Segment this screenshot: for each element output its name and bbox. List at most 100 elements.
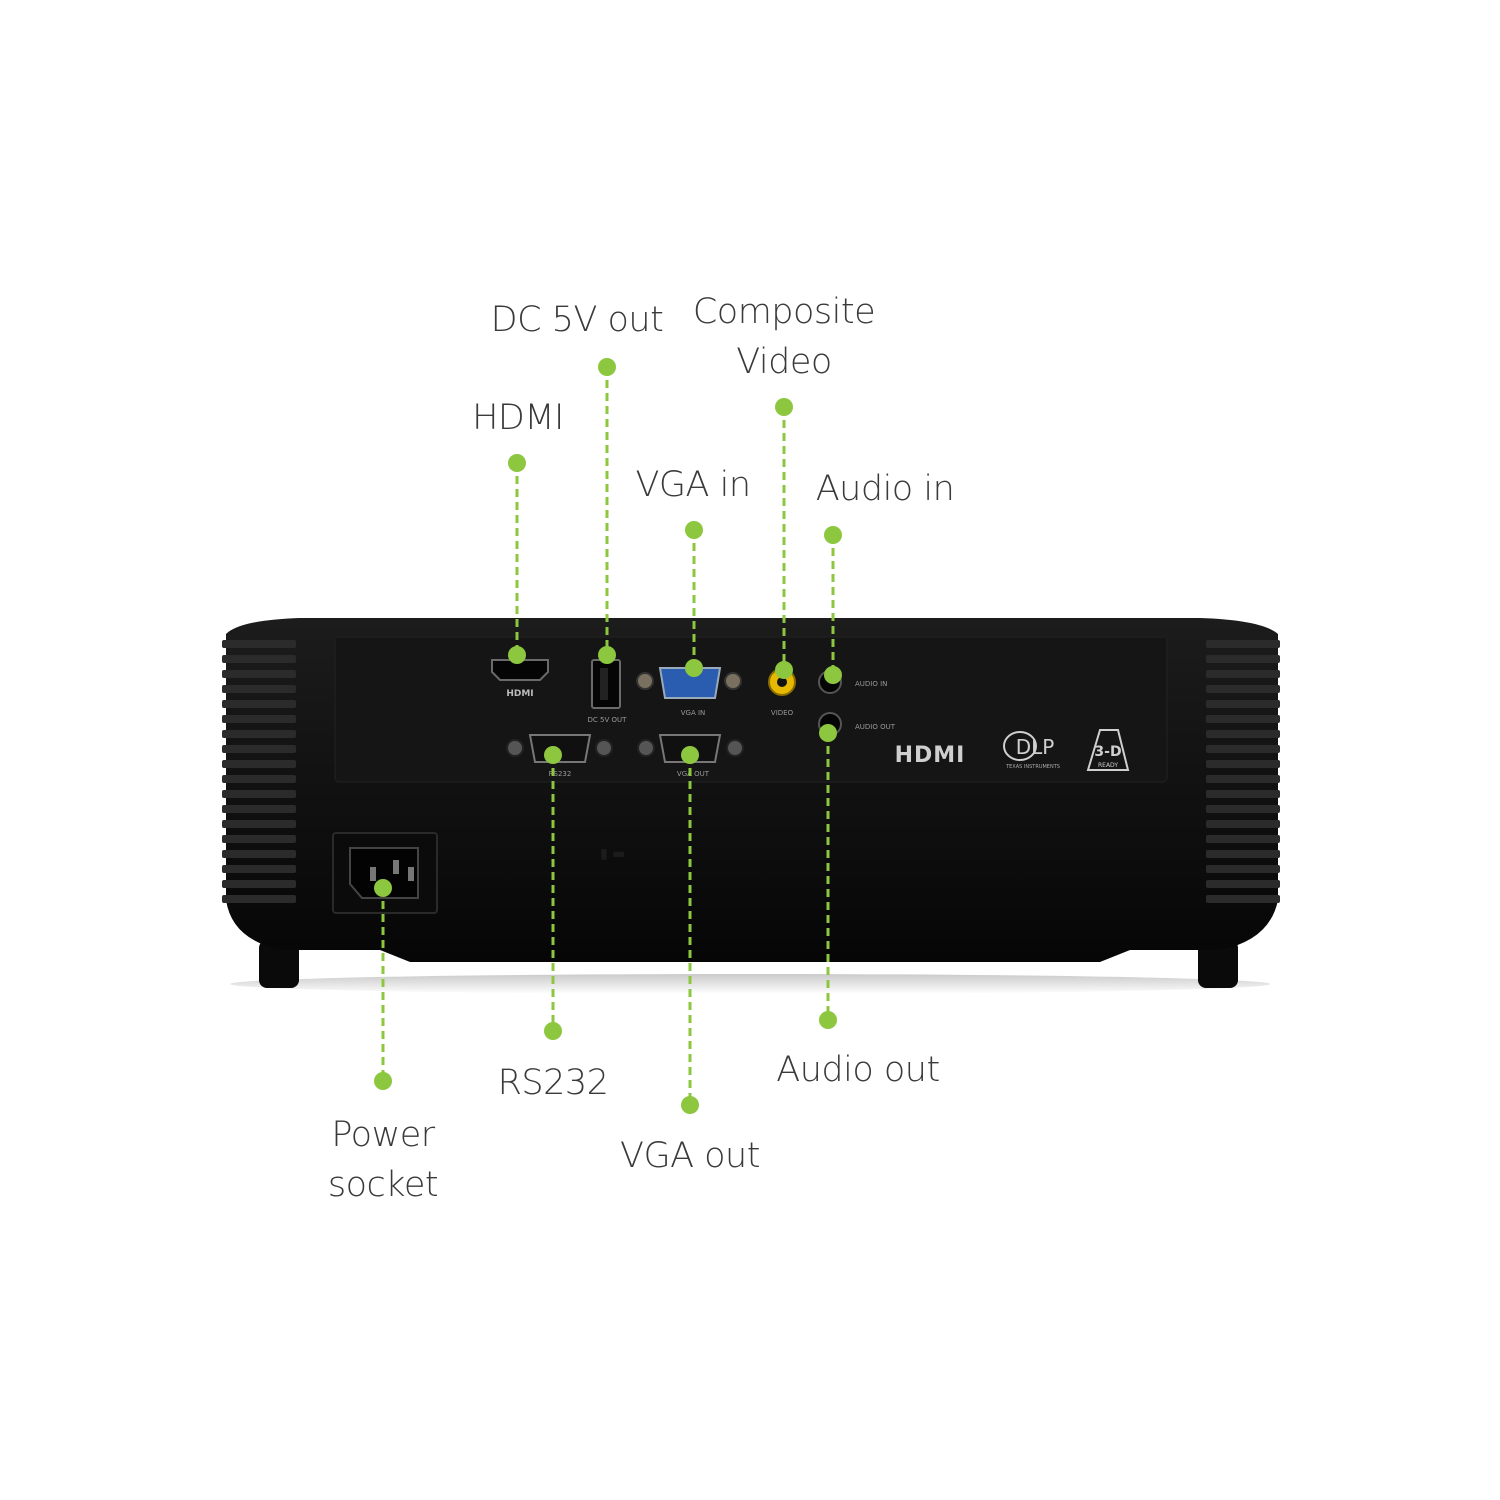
power-callout-line2: socket: [327, 1165, 439, 1205]
power-socket-pin-left: [370, 867, 376, 881]
threed-logo: 3-D: [1094, 744, 1121, 760]
vent-slat: [222, 790, 296, 798]
power-socket-pin-center: [393, 860, 399, 874]
power-socket-pin-right: [408, 867, 414, 881]
vent-slat: [1206, 670, 1280, 678]
composite-leader-dot-top: [775, 398, 793, 416]
vga-in-screw-right: [724, 672, 742, 690]
vent-slat: [222, 655, 296, 663]
vga-in-leader-dot-bottom: [685, 659, 703, 677]
vent-slat: [222, 880, 296, 888]
emboss-mark: ▮ ▬: [600, 846, 625, 862]
threed-logo-sub: READY: [1098, 762, 1118, 769]
right-vents: [1206, 640, 1280, 903]
right-foot: [1198, 940, 1238, 988]
audio-in-callout-label: Audio in: [800, 464, 970, 514]
rs232-leader-dot-top: [544, 746, 562, 764]
hdmi-callout-label: HDMI: [448, 393, 588, 443]
vent-slat: [222, 895, 296, 903]
vga-in-screw-left: [636, 672, 654, 690]
hdmi-callout-text: HDMI: [472, 398, 564, 438]
vent-slat: [1206, 850, 1280, 858]
audio-in-callout-text: Audio in: [815, 469, 955, 509]
vga-out-leader-dot-bottom: [681, 1096, 699, 1114]
vent-slat: [1206, 700, 1280, 708]
vent-slat: [1206, 895, 1280, 903]
hdmi-logo: HDMI: [895, 743, 966, 768]
power-socket-callout-label: Power socket: [313, 1110, 453, 1210]
vga-out-panel-label: VGA OUT: [677, 770, 710, 778]
vent-slat: [1206, 805, 1280, 813]
vent-slat: [1206, 775, 1280, 783]
composite-callout-line2: Video: [736, 342, 832, 382]
vent-slat: [222, 835, 296, 843]
vent-slat: [222, 760, 296, 768]
vent-slat: [1206, 790, 1280, 798]
vent-slat: [222, 730, 296, 738]
rs232-callout-label: RS232: [483, 1058, 623, 1108]
audio-in-panel-label: AUDIO IN: [855, 680, 887, 688]
vent-slat: [1206, 820, 1280, 828]
vent-slat: [222, 685, 296, 693]
power-leader-dot-bottom: [374, 1072, 392, 1090]
vent-slat: [222, 805, 296, 813]
rs232-callout-text: RS232: [497, 1063, 609, 1103]
threed-ready-badge: [1086, 729, 1130, 771]
vent-slat: [1206, 865, 1280, 873]
vga-out-callout-text: VGA out: [620, 1136, 760, 1176]
vent-slat: [1206, 640, 1280, 648]
vga-in-callout-label: VGA in: [620, 460, 766, 510]
callout-leaders: [374, 358, 842, 1114]
connector-panel: [334, 636, 1168, 783]
rs232-screw-right: [595, 739, 613, 757]
vent-slat: [222, 850, 296, 858]
audio-in-leader-dot-bottom: [824, 666, 842, 684]
power-callout-line1: Power: [331, 1115, 435, 1155]
left-foot: [259, 940, 299, 988]
composite-callout-label: Composite Video: [680, 287, 888, 387]
audio-out-leader-dot-bottom: [819, 1011, 837, 1029]
composite-video-port-center: [777, 677, 787, 687]
audio-out-leader-dot-top: [819, 724, 837, 742]
composite-leader-dot-bottom: [775, 661, 793, 679]
vent-slat: [222, 715, 296, 723]
floor-shadow: [230, 974, 1270, 994]
dc5v-leader-dot-top: [598, 358, 616, 376]
rs232-screw-left: [506, 739, 524, 757]
vent-slat: [222, 865, 296, 873]
hdmi-port: [491, 659, 549, 681]
dc5v-panel-label: DC 5V OUT: [588, 716, 628, 724]
dlp-logo: DLP: [1016, 735, 1055, 759]
vga-out-screw-right: [726, 739, 744, 757]
vent-slat: [1206, 745, 1280, 753]
composite-callout-line1: Composite: [692, 292, 876, 332]
vent-slat: [222, 775, 296, 783]
power-socket: [349, 847, 419, 899]
vga-out-leader-dot-top: [681, 746, 699, 764]
vent-slat: [1206, 715, 1280, 723]
usb-port-tongue: [600, 668, 608, 700]
vent-slat: [1206, 730, 1280, 738]
dc5v-leader-dot-bottom: [598, 646, 616, 664]
vga-in-leader-dot-top: [685, 521, 703, 539]
power-leader-dot-top: [374, 879, 392, 897]
vent-slat: [1206, 655, 1280, 663]
vga-out-screw-left: [637, 739, 655, 757]
audio-out-callout-label: Audio out: [760, 1045, 956, 1095]
vent-slat: [1206, 880, 1280, 888]
vent-slat: [222, 640, 296, 648]
left-vents: [222, 640, 296, 903]
dlp-logo-ring: [1003, 731, 1037, 761]
audio-in-leader-dot-top: [824, 526, 842, 544]
hdmi-leader-dot-bottom: [508, 646, 526, 664]
vga-in-panel-label: VGA IN: [681, 709, 706, 717]
hdmi-leader-dot-top: [508, 454, 526, 472]
vga-in-callout-text: VGA in: [635, 465, 751, 505]
rs232-leader-dot-bottom: [544, 1022, 562, 1040]
rs232-panel-label: RS232: [549, 770, 572, 778]
audio-out-panel-label: AUDIO OUT: [855, 723, 896, 731]
vent-slat: [1206, 760, 1280, 768]
dlp-logo-sub: TEXAS INSTRUMENTS: [1005, 764, 1060, 770]
audio-out-callout-text: Audio out: [776, 1050, 940, 1090]
